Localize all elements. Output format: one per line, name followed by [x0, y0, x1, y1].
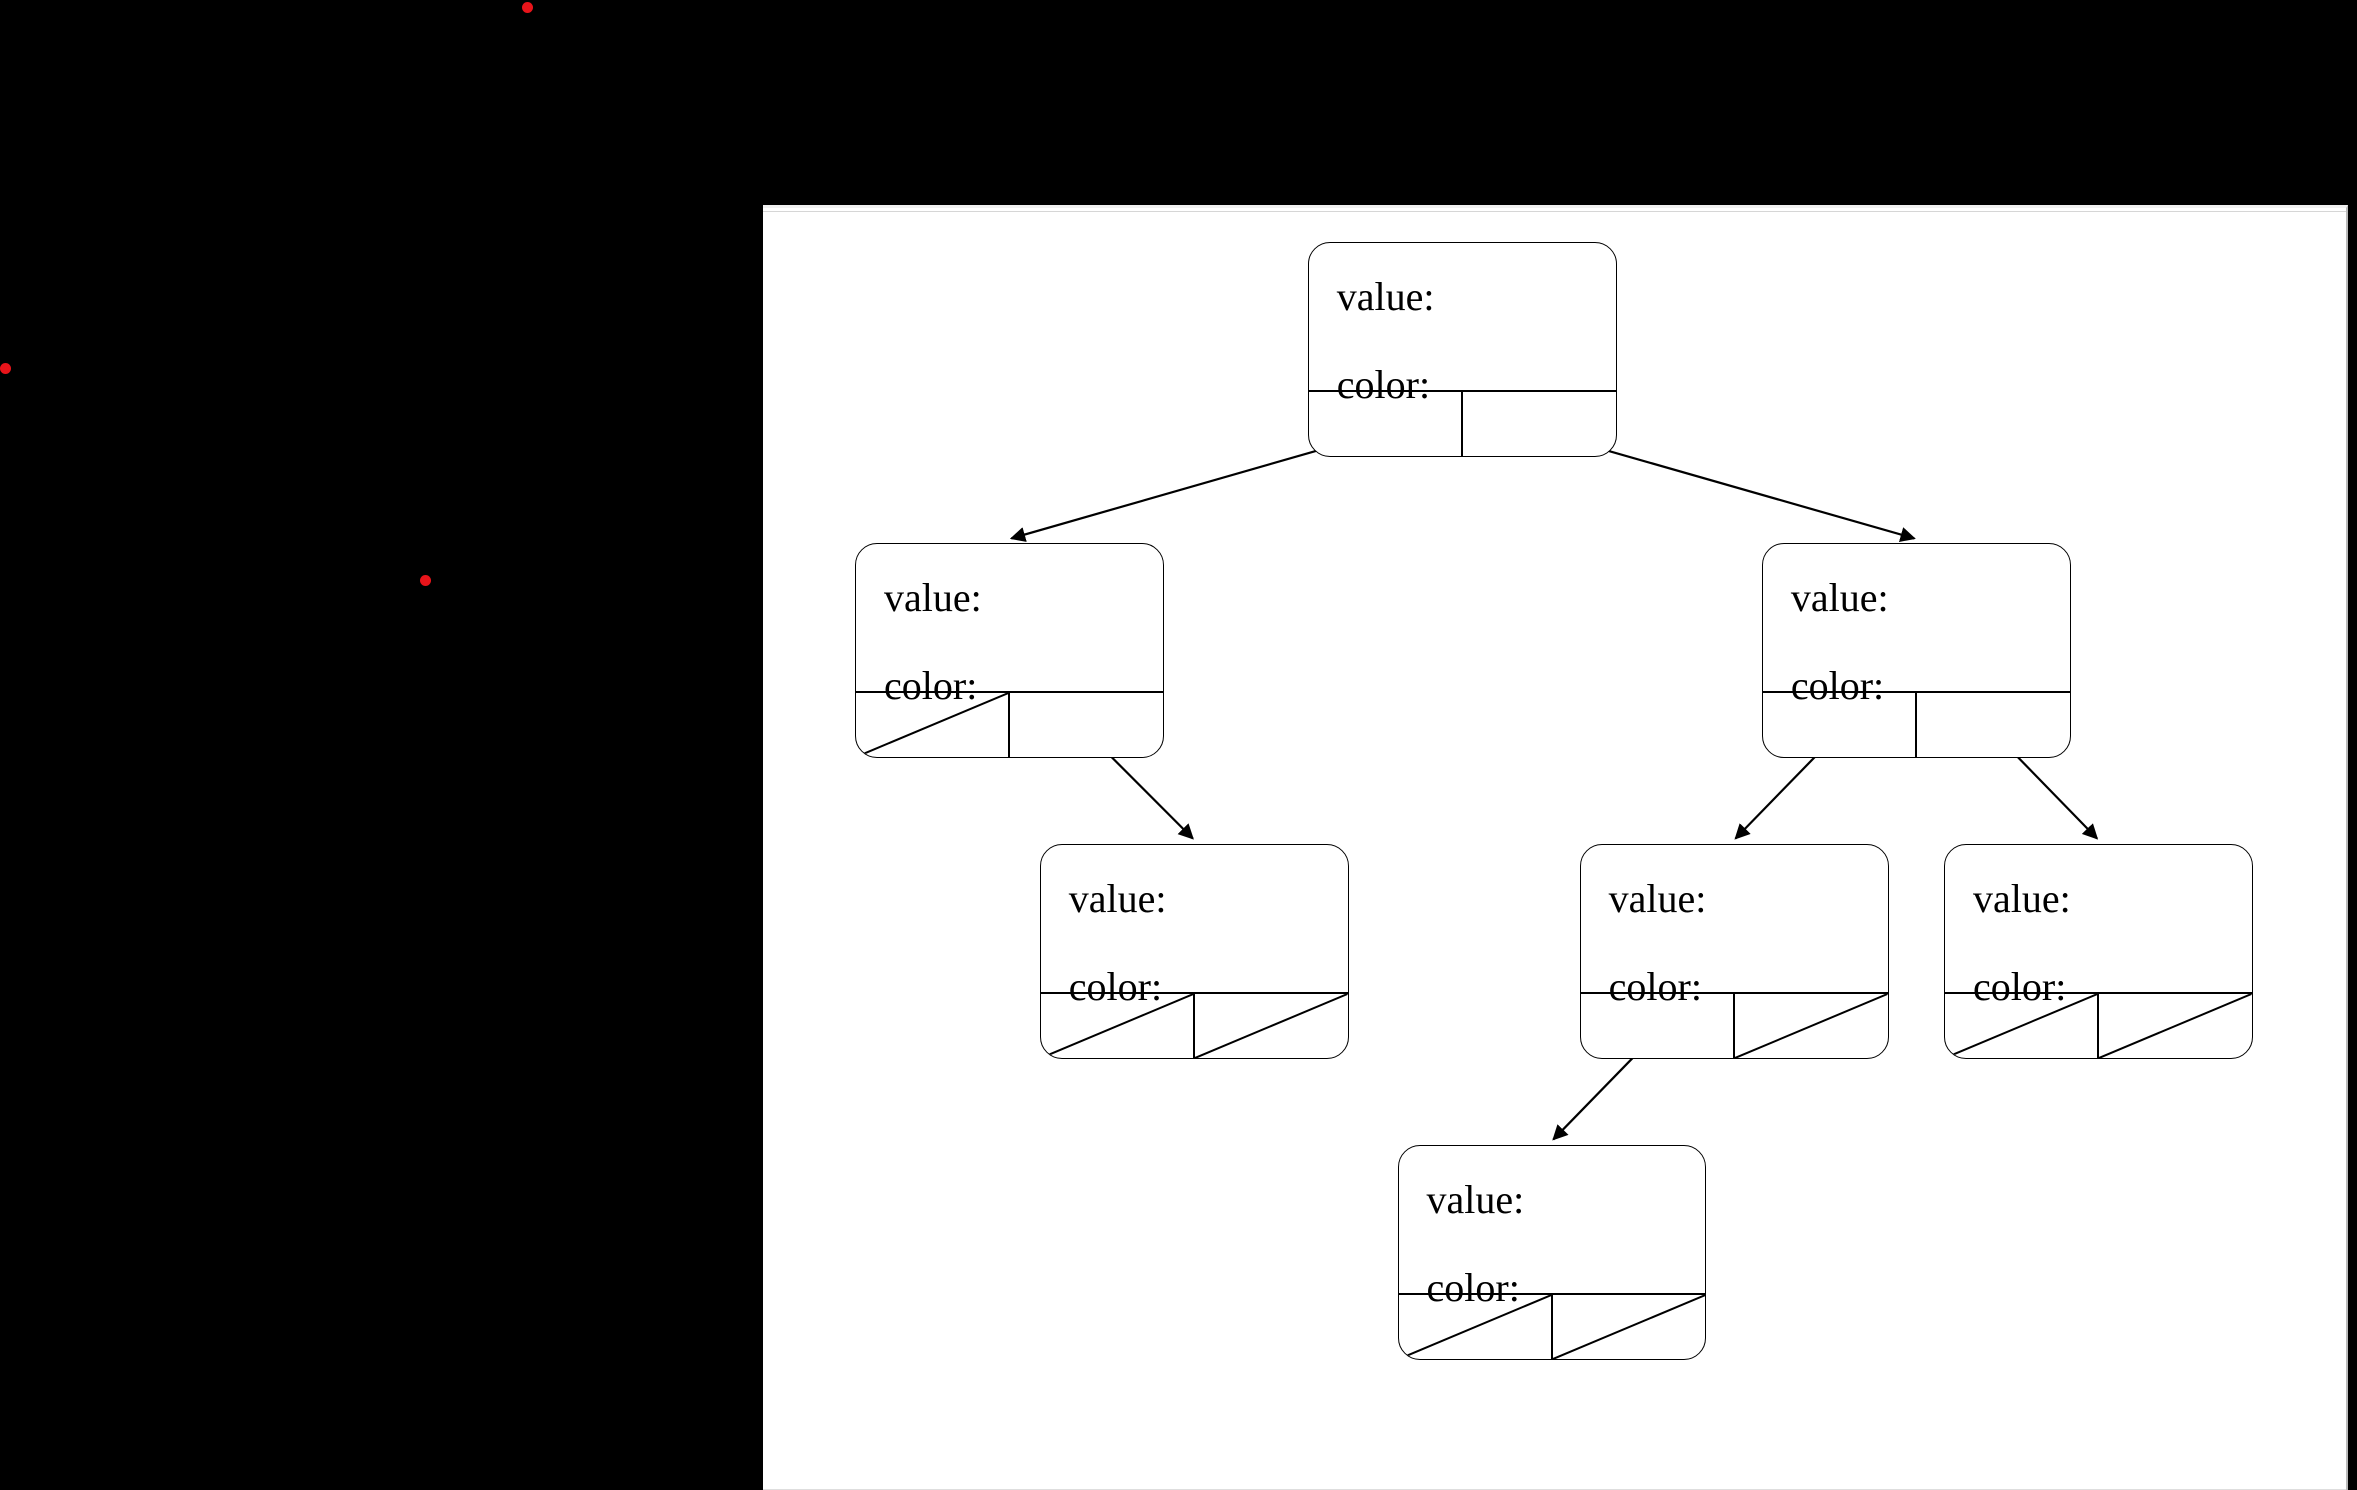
marker-top-dot-icon: [522, 2, 533, 13]
node-fields: value: color:: [1763, 544, 2070, 705]
null-pointer-slash-icon: [1041, 994, 1193, 1058]
panel-top-divider: [763, 211, 2346, 212]
marker-left-dot-icon: [0, 363, 11, 374]
node-value-label: value:: [1068, 875, 1167, 921]
tree-node-deep-leaf[interactable]: value: color:: [1397, 1144, 1707, 1361]
node-color-label: color:: [1426, 1264, 1520, 1310]
node-pointer-row: [1945, 992, 2252, 1059]
node-left-pointer-cell[interactable]: [1945, 994, 2097, 1058]
node-fields: value: color:: [1581, 845, 1888, 1006]
node-fields: value: color:: [1399, 1146, 1706, 1307]
node-value-label: value:: [1790, 574, 1889, 620]
node-pointer-row: [856, 691, 1163, 758]
node-pointer-row: [1040, 992, 1348, 1059]
node-fields: value: color:: [1945, 845, 2252, 1006]
node-right-pointer-cell[interactable]: [1008, 693, 1162, 758]
marker-middle-dot-icon: [420, 575, 431, 586]
node-right-pointer-cell[interactable]: [1733, 994, 1887, 1059]
node-right-pointer-cell[interactable]: [1193, 994, 1347, 1059]
null-pointer-slash-icon: [1399, 1295, 1551, 1359]
null-pointer-slash-icon: [1735, 994, 1887, 1058]
node-left-pointer-cell[interactable]: [1041, 994, 1193, 1058]
node-color-label: color:: [1068, 963, 1163, 1009]
node-left-pointer-cell[interactable]: [1581, 994, 1733, 1058]
node-value-label: value:: [884, 574, 982, 620]
node-fields: value: color:: [1041, 845, 1348, 1006]
node-value-label: value:: [1336, 274, 1435, 319]
null-pointer-slash-icon: [1553, 1295, 1705, 1359]
node-fields: value: color:: [856, 544, 1163, 705]
node-color-label: color:: [884, 662, 978, 708]
null-pointer-slash-icon: [856, 693, 1008, 757]
tree-node-left-right-grandchild[interactable]: value: color:: [1039, 843, 1349, 1060]
node-right-pointer-cell[interactable]: [1915, 693, 2069, 758]
tree-node-right-child[interactable]: value: color:: [1761, 542, 2071, 759]
node-color-label: color:: [1336, 362, 1431, 407]
node-left-pointer-cell[interactable]: [1309, 392, 1461, 456]
node-fields: value: color:: [1309, 243, 1616, 405]
node-right-pointer-cell[interactable]: [1461, 392, 1615, 457]
node-left-pointer-cell[interactable]: [1763, 693, 1915, 757]
node-right-pointer-cell[interactable]: [2097, 994, 2251, 1059]
node-color-label: color:: [1973, 963, 2067, 1009]
node-value-label: value:: [1608, 875, 1707, 921]
node-pointer-row: [1580, 992, 1888, 1059]
node-pointer-row: [1398, 1293, 1706, 1360]
tree-node-right-right-grandchild[interactable]: value: color:: [1944, 843, 2253, 1060]
null-pointer-slash-icon: [1945, 994, 2097, 1058]
diagram-panel[interactable]: value:color:value:color:value:color:valu…: [763, 205, 2348, 1490]
node-pointer-row: [1308, 390, 1616, 457]
node-right-pointer-cell[interactable]: [1550, 1295, 1705, 1360]
node-left-pointer-cell[interactable]: [856, 693, 1008, 757]
tree-node-left-child[interactable]: value: color:: [855, 542, 1164, 759]
null-pointer-slash-icon: [2099, 994, 2251, 1058]
tree-node-root[interactable]: value: color:: [1307, 242, 1617, 458]
node-color-label: color:: [1608, 963, 1702, 1009]
null-pointer-slash-icon: [1195, 994, 1347, 1058]
node-value-label: value:: [1973, 875, 2071, 921]
node-pointer-row: [1762, 691, 2070, 758]
node-color-label: color:: [1790, 662, 1885, 708]
tree-node-right-left-grandchild[interactable]: value: color:: [1579, 843, 1889, 1060]
node-value-label: value:: [1426, 1176, 1525, 1222]
node-left-pointer-cell[interactable]: [1399, 1295, 1551, 1359]
